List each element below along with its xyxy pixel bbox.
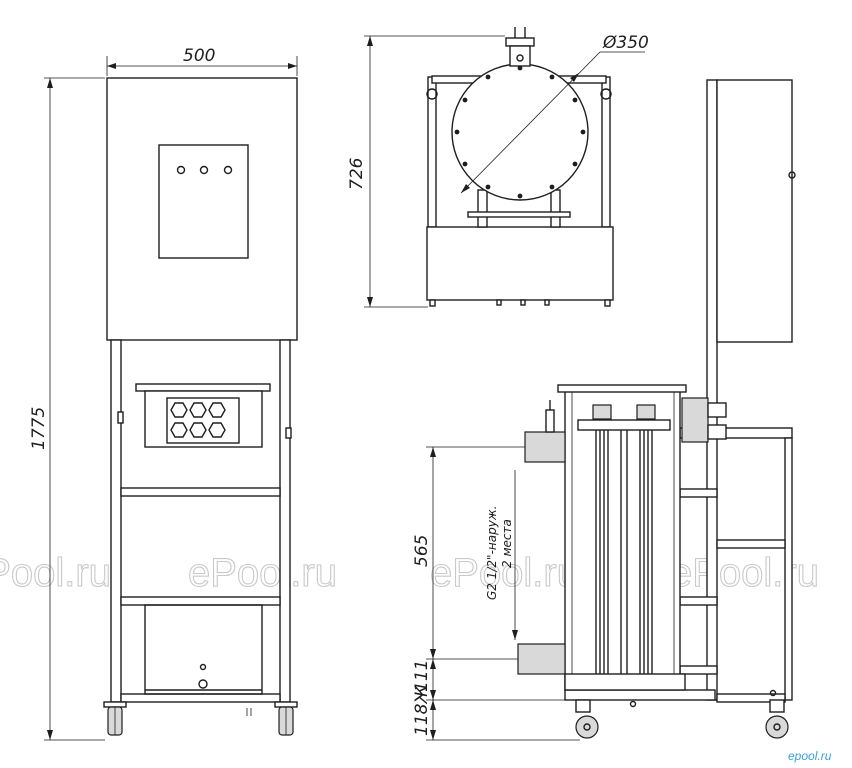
dimension-side-stack: 565 111 118Ж	[412, 446, 580, 741]
frame-bracket-left	[117, 411, 124, 424]
dimension-1775-label: 1775	[29, 407, 49, 450]
lower-tank	[144, 604, 263, 695]
frame-post-right	[279, 339, 291, 703]
flange-plate	[135, 383, 271, 392]
top-base-box	[426, 226, 614, 301]
note-line-1: G2 1/2"-наруж.	[485, 506, 499, 600]
side-caster-left	[575, 699, 599, 739]
frame-post-left	[110, 339, 122, 703]
cabinet-panel	[158, 144, 249, 259]
dimension-height-726: 726	[347, 35, 505, 308]
watermark-4: ePool.ru	[670, 551, 819, 595]
front-view: 500 1775	[29, 46, 298, 741]
dimension-111-label: 111	[412, 660, 432, 692]
crossbar-2	[120, 596, 281, 606]
heater-top-plate	[557, 384, 687, 393]
dimension-width-500: 500	[106, 46, 298, 76]
side-base-rail	[564, 689, 716, 701]
caster-left	[103, 701, 127, 736]
frame-bracket-right	[285, 427, 292, 439]
side-cabinet	[716, 79, 793, 343]
connection-note: G2 1/2"-наруж. 2 места	[485, 470, 518, 640]
indicator-lamp-2	[199, 165, 209, 175]
flange-bolts	[454, 65, 586, 199]
dimension-118-label: 118Ж	[412, 685, 432, 736]
top-view: Ø350 726	[347, 27, 649, 308]
dimension-565-label: 565	[412, 535, 432, 567]
drain-hole-small	[199, 663, 207, 671]
indicator-lamp-3	[223, 165, 233, 175]
watermark-1: ePool.ru	[0, 551, 111, 595]
heater-vessel	[564, 389, 681, 691]
indicator-lamp-1	[176, 165, 186, 175]
dimension-350-label: Ø350	[602, 33, 649, 53]
crossbar-bottom	[120, 693, 281, 703]
note-line-2: 2 места	[500, 519, 514, 568]
crossbar-1	[120, 487, 281, 497]
watermark-layer: ePool.ru ePool.ru ePool.ru ePool.ru	[0, 550, 820, 595]
outlet-pipe-lower	[517, 643, 566, 675]
side-caster-right	[765, 699, 789, 739]
inlet-pipe-upper	[524, 431, 566, 463]
control-cabinet	[106, 77, 298, 341]
dimension-diameter-350: Ø350	[460, 33, 649, 194]
dimension-height-1775: 1775	[29, 77, 105, 741]
dimension-726-label: 726	[347, 157, 367, 190]
top-nozzle	[509, 45, 531, 67]
top-nozzle-cap	[505, 37, 535, 47]
brand-logo: epool.ru	[788, 749, 832, 763]
heater-socket-block	[166, 397, 240, 444]
heater-housing	[144, 390, 263, 448]
dimension-500-label: 500	[183, 46, 215, 66]
caster-right	[274, 701, 298, 736]
drain-hole-large	[198, 679, 208, 689]
watermark-3: ePool.ru	[430, 551, 579, 595]
watermark-2: ePool.ru	[188, 551, 337, 595]
terminal-box	[681, 397, 709, 443]
side-post	[706, 79, 718, 701]
heater-socket-hexes	[170, 402, 226, 438]
side-table-leg	[784, 437, 793, 701]
side-view: 565 111 118Ж G2 1/2"-наруж. 2 места	[412, 79, 796, 741]
